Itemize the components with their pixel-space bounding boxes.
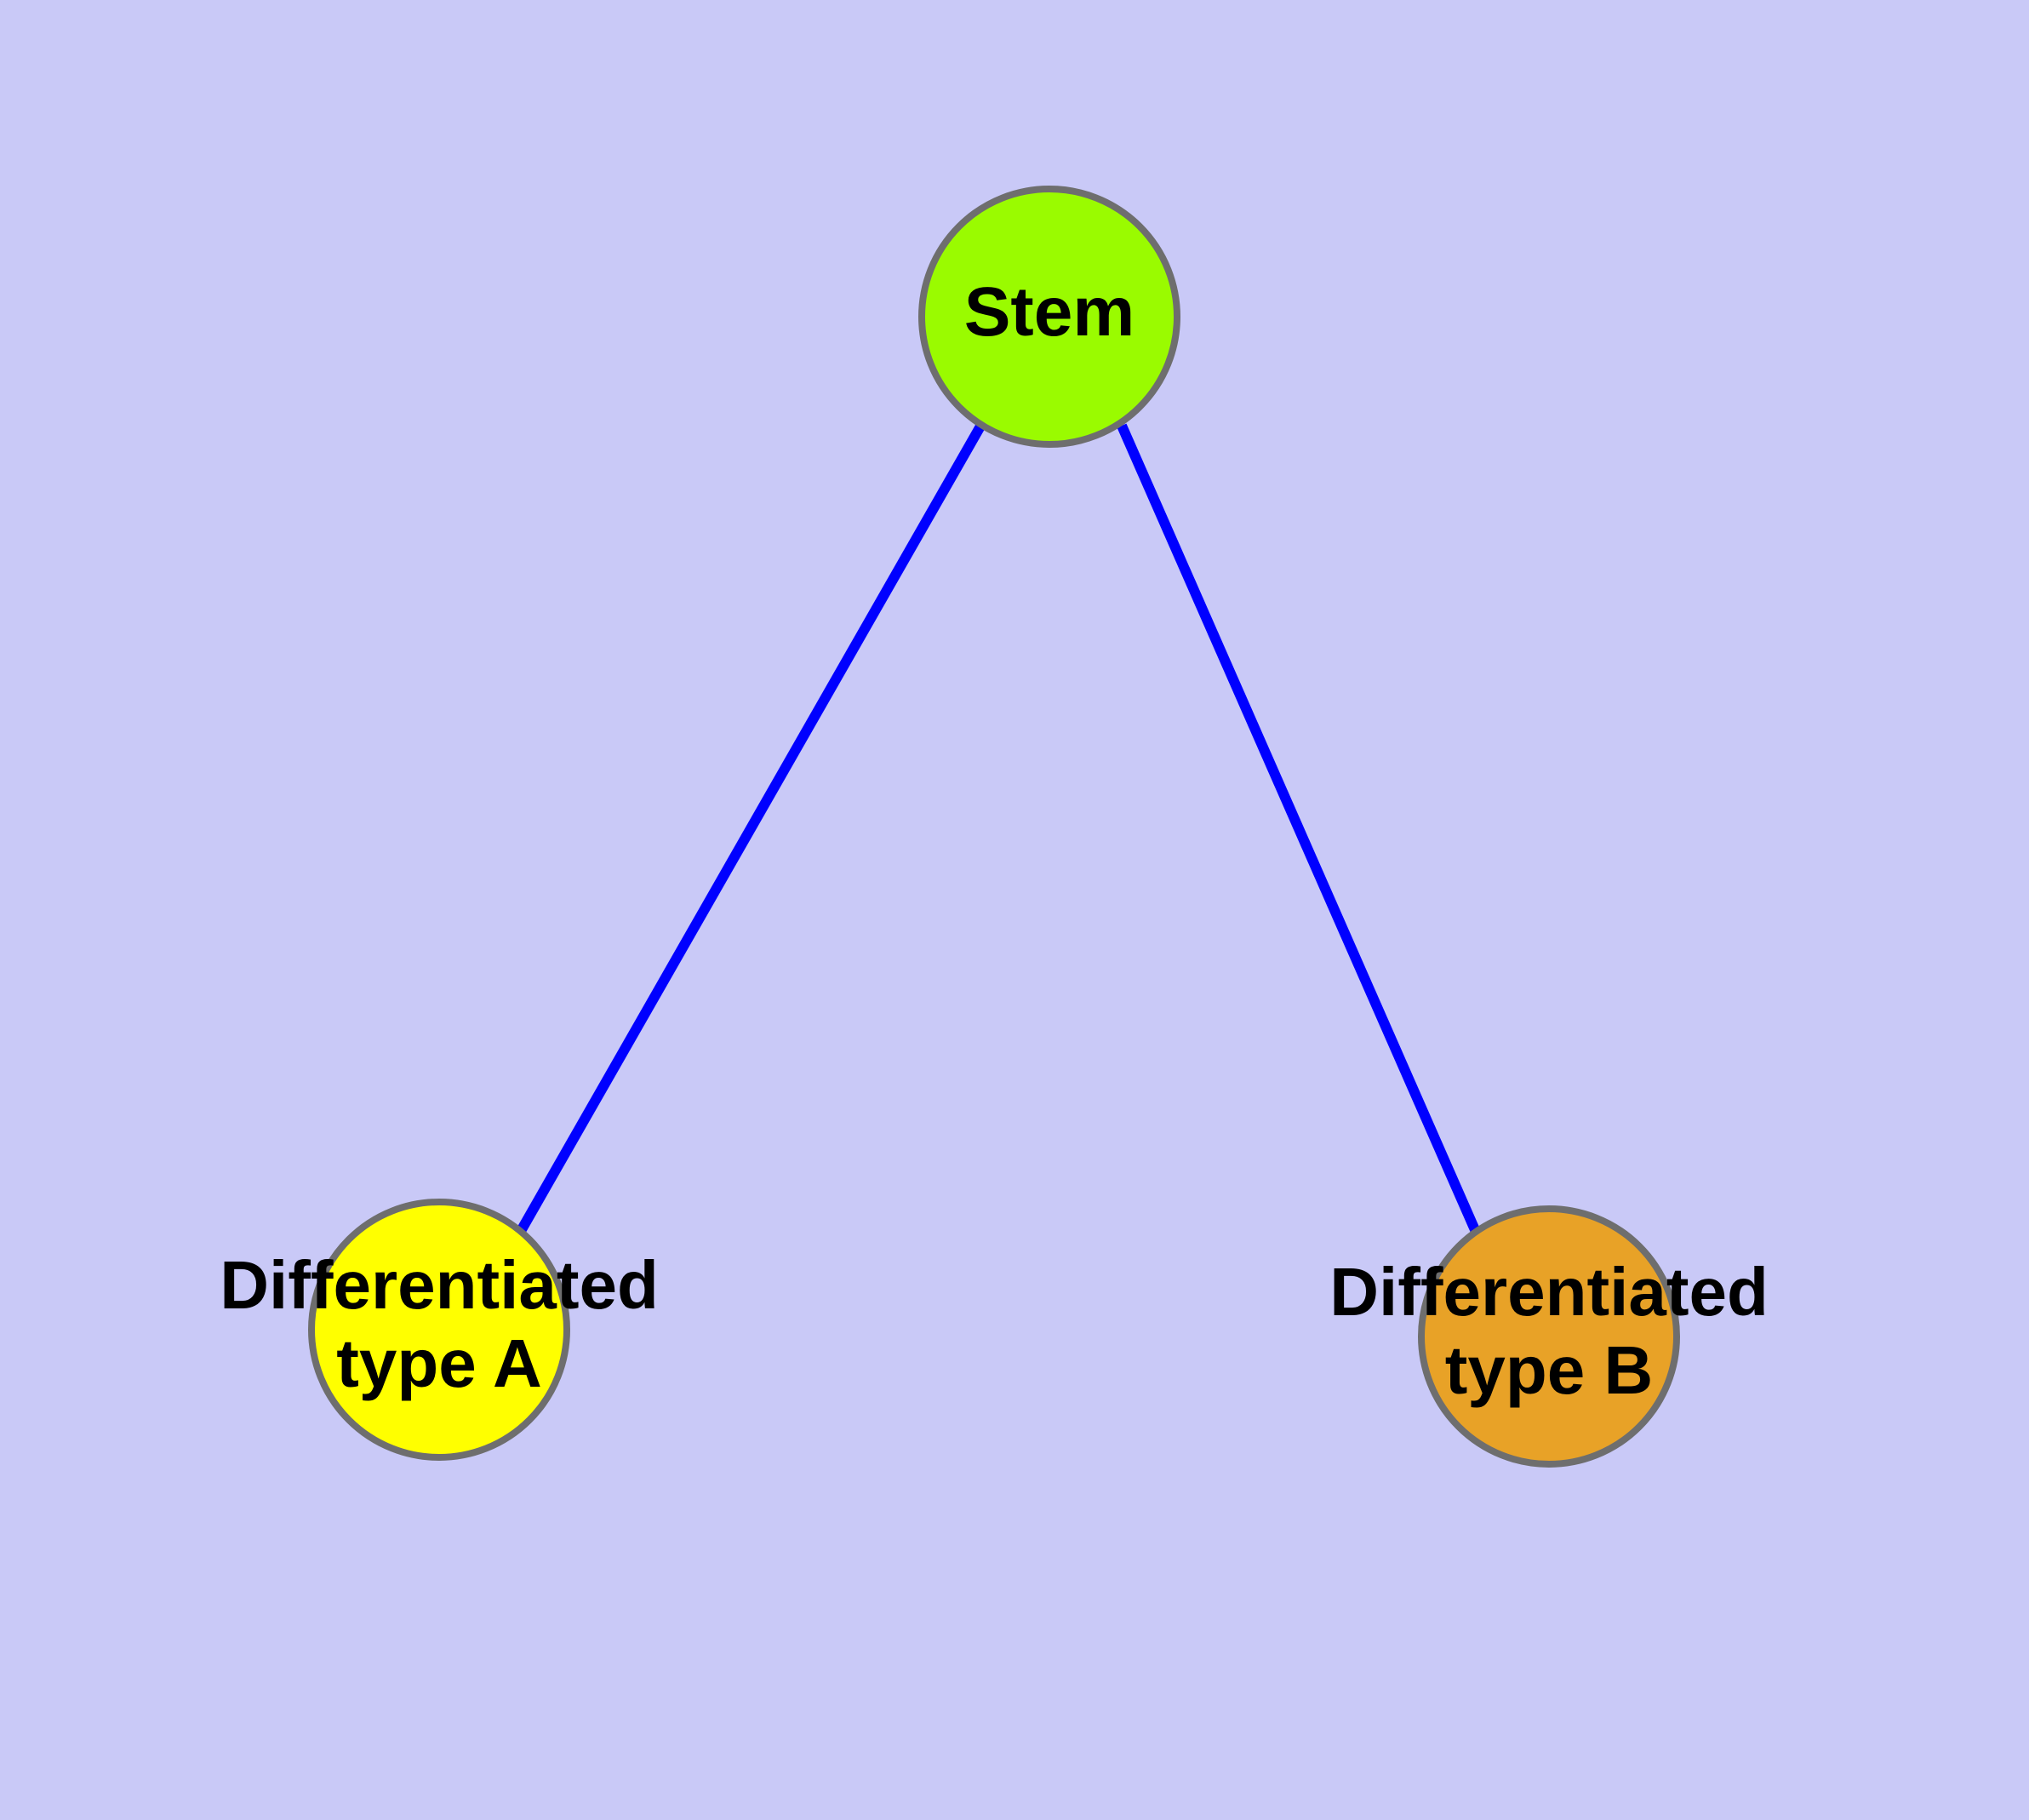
- node-label-line: Stem: [964, 273, 1135, 351]
- node-label-line: Differentiated: [220, 1247, 659, 1323]
- node-differentiated-type-b[interactable]: [1418, 1205, 1680, 1468]
- edge-stem-to-differentiated-type-b[interactable]: [1117, 423, 1481, 1234]
- node-layer: [308, 186, 1680, 1468]
- node-label-line: type A: [336, 1325, 542, 1401]
- edge-stem-to-differentiated-type-a[interactable]: [516, 422, 986, 1233]
- node-differentiated-type-a[interactable]: [308, 1199, 570, 1461]
- node-label-line: type B: [1445, 1332, 1654, 1408]
- node-label-line: Differentiated: [1329, 1254, 1769, 1330]
- node-label-stem: Stem: [964, 273, 1135, 351]
- node-stem[interactable]: [918, 186, 1180, 448]
- edge-layer: [516, 422, 1481, 1234]
